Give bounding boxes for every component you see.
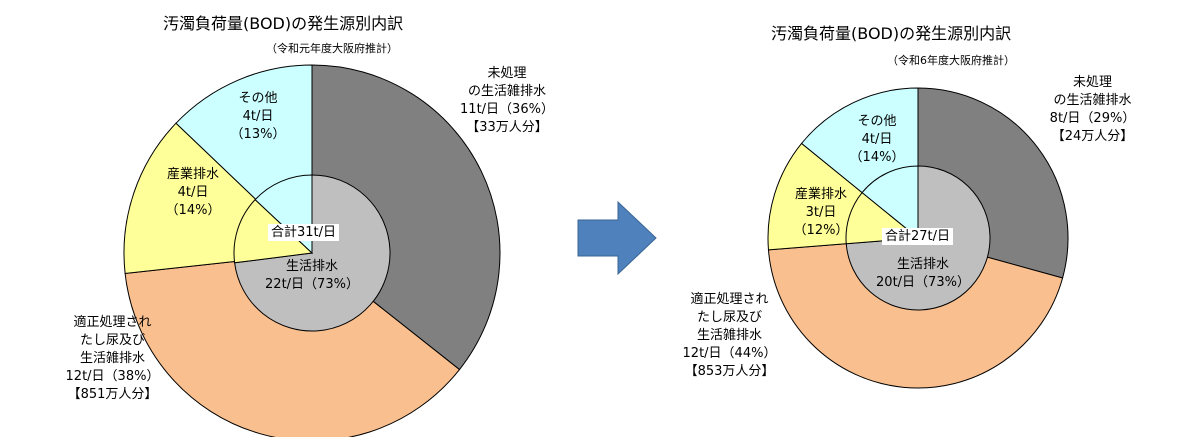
chart-1-label-treated-line5: 【851万人分】 [67, 387, 158, 402]
chart-2-label-untreated-line4: 【24万人分】 [1051, 129, 1134, 144]
chart-2-label-industrial-line2: 3t/日 [805, 205, 837, 220]
chart-1-label-untreated-line1: 未処理 [487, 66, 527, 81]
chart-2-label-other: その他 4t/日 （14%） [847, 113, 907, 167]
chart-1-total: 合計31t/日 [268, 224, 340, 241]
chart-2-label-industrial: 産業排水 3t/日 （12%） [786, 186, 856, 240]
chart-1-label-treated: 適正処理され たし尿及び 生活雑排水 12t/日（38%） 【851万人分】 [55, 314, 170, 404]
chart-1-label-treated-line4: 12t/日（38%） [65, 369, 160, 384]
right-arrow-icon [577, 200, 657, 276]
chart-2-label-domestic: 生活排水 20t/日（73%） [873, 256, 973, 292]
chart-2-label-industrial-line3: （12%） [793, 223, 849, 238]
chart-1-label-treated-line3: 生活雑排水 [79, 351, 145, 366]
chart-1-label-industrial-line3: （14%） [165, 203, 221, 218]
chart-1-label-untreated-line2: の生活雑排水 [467, 84, 546, 99]
chart-2-label-treated-line2: たし尿及び [696, 310, 762, 325]
chart-2-label-other-line2: 4t/日 [861, 132, 893, 147]
chart-1-label-untreated-line4: 【33万人分】 [466, 120, 548, 135]
chart-1-label-untreated-line3: 11t/日（36%） [460, 102, 554, 117]
chart-2-label-other-line1: その他 [857, 114, 897, 129]
chart-2-label-treated-line5: 【853万人分】 [684, 364, 775, 379]
chart-2-label-other-line3: （14%） [849, 150, 905, 165]
chart-1-label-other-line2: 4t/日 [242, 109, 274, 124]
chart-2-label-treated-line4: 12t/日（44%） [682, 346, 777, 361]
chart-1-outer-slice-1 [124, 252, 461, 437]
chart-2-label-untreated-line3: 8t/日（29%） [1049, 111, 1136, 126]
chart-1-label-domestic-value: 22t/日（73%） [265, 277, 359, 292]
chart-2-title: 汚濁負荷量(BOD)の発生源別内訳 [771, 24, 1012, 43]
chart-1-label-treated-line1: 適正処理され [73, 315, 152, 330]
chart-1-title: 汚濁負荷量(BOD)の発生源別内訳 [163, 14, 404, 33]
chart-2-outer-slice-1 [767, 237, 1064, 389]
chart-2-label-treated: 適正処理され たし尿及び 生活雑排水 12t/日（44%） 【853万人分】 [672, 291, 787, 381]
chart-1-label-other: その他 4t/日 （13%） [228, 90, 288, 144]
chart-2-subtitle: （令和6年度大阪府推計） [887, 54, 1015, 67]
chart-2-label-domestic-name: 生活排水 [896, 257, 949, 272]
chart-1-label-other-line1: その他 [238, 91, 278, 106]
chart-1-label-domestic: 生活排水 22t/日（73%） [262, 258, 362, 294]
chart-1-outer-slice-0 [311, 64, 501, 371]
chart-2-label-untreated-line1: 未処理 [1072, 75, 1112, 90]
chart-1-subtitle: （令和元年度大阪府推計） [266, 42, 398, 55]
chart-1-label-industrial: 産業排水 4t/日 （14%） [158, 166, 228, 220]
chart-2-label-untreated: 未処理 の生活雑排水 8t/日（29%） 【24万人分】 [1030, 74, 1155, 146]
chart-1-label-industrial-line1: 産業排水 [166, 167, 219, 182]
chart-1-label-untreated: 未処理 の生活雑排水 11t/日（36%） 【33万人分】 [447, 65, 567, 137]
chart-1-label-other-line3: （13%） [230, 127, 286, 142]
chart-1-label-treated-line2: たし尿及び [79, 333, 145, 348]
chart-2-label-domestic-value: 20t/日（73%） [876, 275, 970, 290]
chart-2-label-treated-line1: 適正処理され [690, 292, 769, 307]
chart-2-label-industrial-line1: 産業排水 [794, 187, 847, 202]
chart-2-inner-slice-2 [861, 165, 919, 240]
chart-2-total: 合計27t/日 [882, 228, 954, 245]
chart-2-label-untreated-line2: の生活雑排水 [1053, 93, 1132, 108]
chart-1-label-domestic-name: 生活排水 [285, 259, 338, 274]
chart-2-label-treated-line3: 生活雑排水 [696, 328, 762, 343]
chart-1-label-industrial-line2: 4t/日 [177, 185, 209, 200]
